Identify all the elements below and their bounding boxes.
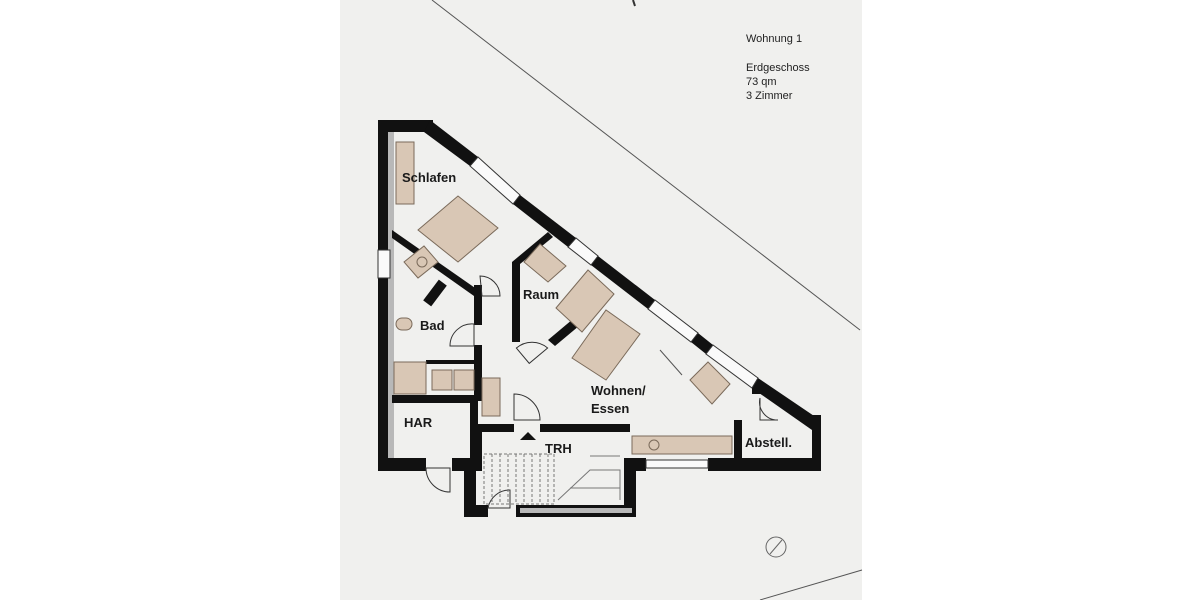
lamp-icon [416,256,428,268]
room-label-abstell: Abstell. [745,435,792,450]
room-label-trh: TRH [545,441,572,456]
toilet [395,317,413,331]
room-label-bad: Bad [420,318,445,333]
sliding-door [659,349,683,376]
north-arrow-icon [765,536,787,558]
room-label-schlafen: Schlafen [402,170,456,185]
sofa [571,309,641,381]
washing-machine [393,361,427,395]
room-label-raum: Raum [523,287,559,302]
room-label-har: HAR [404,415,433,430]
stove [648,439,660,451]
entrance-arrow-icon [520,432,536,440]
furniture [393,141,733,455]
area-label: 73 qm [746,76,777,88]
floor-label: Erdgeschoss [746,62,810,74]
unit-title: Wohnung 1 [746,33,803,45]
door [425,275,779,509]
wardrobe [395,141,415,205]
room-label-wohnen: Wohnen/ [591,383,646,398]
property-boundary-line [759,569,863,600]
sink [453,369,475,391]
nightstand [403,245,439,279]
dining-table [689,361,731,405]
sink [431,369,453,391]
bed [417,195,499,263]
boundary-marker [632,0,636,7]
staircase [483,453,621,505]
room-label-essen: Essen [591,401,629,416]
rooms-count-label: 3 Zimmer [746,90,793,102]
north-arrow-icon [769,539,783,555]
desk [523,243,567,283]
property-boundary-line [431,0,861,331]
cabinet [481,377,501,417]
kitchen-counter [631,435,733,455]
outer-wall [377,120,821,517]
bed [555,269,615,333]
